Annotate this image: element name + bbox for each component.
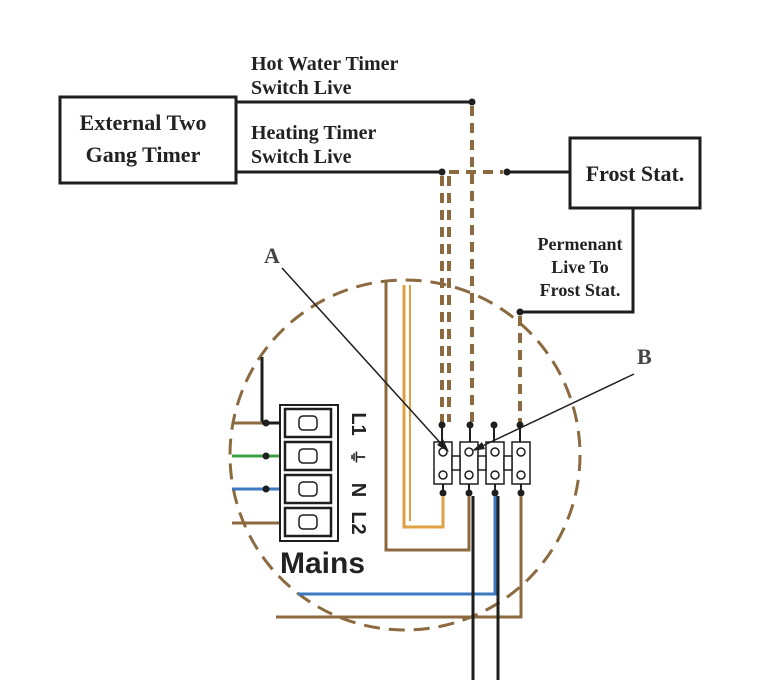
mains-node-earth (262, 452, 270, 460)
dashed-link-wires (440, 106, 522, 422)
orange-loop-wire (402, 285, 445, 529)
marker-a-arrowhead (437, 439, 449, 452)
permanent-live-line2: Live To (551, 257, 609, 277)
heating-label-line1: Heating Timer (251, 122, 376, 144)
mains-terminal-block (279, 404, 339, 542)
frost-stat-box: Frost Stat. (568, 136, 702, 210)
timer-label-line2: Gang Timer (86, 142, 201, 167)
permanent-live-wire (520, 208, 635, 314)
marker-b-pointer (475, 373, 635, 450)
hot-water-label-line2: Switch Live (251, 77, 352, 99)
permanent-live-node (516, 308, 524, 316)
terminal-label-earth: ⏚ (348, 449, 366, 465)
terminal-label-l1: L1 (347, 412, 369, 435)
terminal-label-n: N (347, 483, 369, 497)
blue-neutral-wire (298, 496, 497, 596)
terminal-label-l2: L2 (347, 511, 369, 534)
frost-stat-input-node (503, 168, 511, 176)
mains-label: Mains (280, 547, 365, 580)
mains-node-l1 (262, 419, 270, 427)
heating-node (438, 168, 446, 176)
heating-label-line2: Switch Live (251, 146, 352, 168)
marker-a-pointer (281, 267, 446, 449)
brown-bottom-wire (276, 496, 523, 619)
timer-label-line1: External Two (80, 110, 207, 135)
hot-water-label-line1: Hot Water Timer (251, 53, 399, 75)
marker-b-label: B (637, 344, 652, 369)
frost-stat-label: Frost Stat. (586, 161, 685, 186)
brown-mains-live-wire (384, 282, 471, 552)
hot-water-node (468, 98, 476, 106)
permanent-live-line1: Permenant (538, 234, 623, 254)
external-timer-box: External Two Gang Timer (58, 95, 238, 185)
black-wire-left (260, 357, 280, 425)
connector-block (433, 441, 531, 485)
marker-a-label: A (264, 243, 280, 268)
marker-b-arrowhead (472, 442, 485, 451)
junction-box-outline (228, 278, 582, 632)
mains-node-n (262, 485, 270, 493)
permanent-live-line3: Frost Stat. (540, 280, 621, 300)
